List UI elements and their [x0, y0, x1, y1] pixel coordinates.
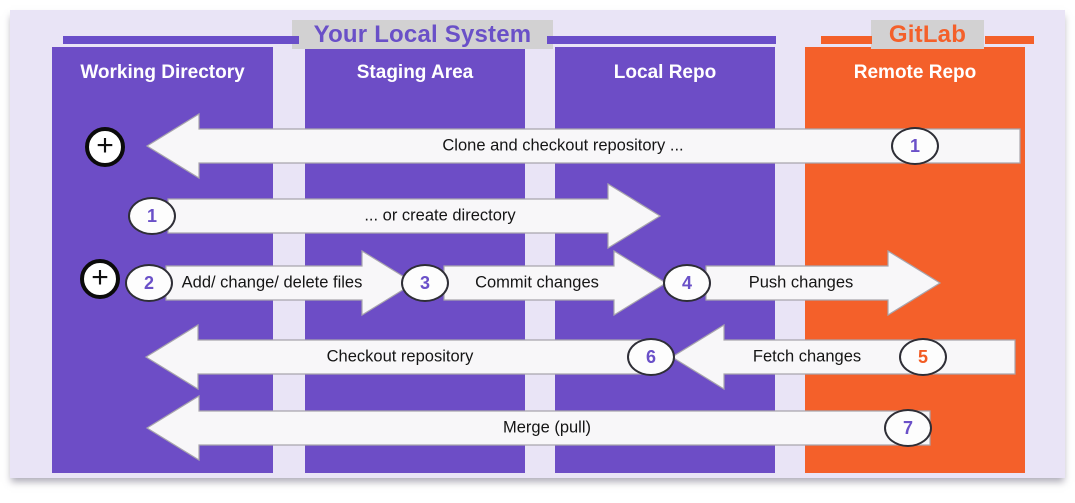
local-system-title: Your Local System — [292, 20, 553, 49]
local-system-bar-left — [63, 36, 299, 44]
arrow-label-merge-pull: Merge (pull) — [502, 418, 592, 437]
arrow-label-add-change-delete: Add/ change/ delete files — [181, 273, 363, 292]
arrow-label-checkout-repository: Checkout repository — [326, 347, 474, 366]
arrow-label-create-directory: ... or create directory — [364, 206, 516, 225]
arrow-add-change-delete — [165, 249, 416, 317]
plus-circle-icon: + — [85, 127, 125, 167]
column-title-remote-repo: Remote Repo — [853, 62, 977, 83]
local-system-title-label: Your Local System — [313, 20, 532, 48]
arrow-label-push-changes: Push changes — [748, 273, 854, 292]
arrow-label-commit-changes: Commit changes — [475, 273, 599, 292]
column-working-directory: Working Directory — [52, 47, 273, 473]
column-remote-repo: Remote Repo — [805, 47, 1025, 473]
step-badge-3-commit-changes: 3 — [401, 264, 449, 302]
arrow-commit-changes — [443, 249, 668, 317]
arrow-checkout-repository — [144, 323, 652, 391]
gitlab-title-label: GitLab — [888, 20, 967, 48]
gitlab-bar-left — [821, 36, 872, 44]
gitlab-bar-right — [985, 36, 1034, 44]
column-title-local-repo: Local Repo — [613, 62, 717, 83]
step-badge-1-create-directory: 1 — [128, 197, 176, 235]
arrow-label-clone-checkout: Clone and checkout repository ... — [442, 136, 684, 155]
step-badge-1-clone-checkout: 1 — [891, 127, 939, 165]
column-title-staging-area: Staging Area — [356, 62, 474, 83]
step-badge-4-push-changes: 4 — [663, 264, 711, 302]
step-badge-5-fetch-changes: 5 — [899, 338, 947, 376]
column-local-repo: Local Repo — [555, 47, 775, 473]
local-system-bar-right — [547, 36, 776, 44]
step-badge-6-checkout-repository: 6 — [627, 338, 675, 376]
plus-circle-icon: + — [80, 259, 120, 299]
arrow-merge-pull — [145, 394, 931, 462]
column-title-working-directory: Working Directory — [80, 62, 245, 83]
step-badge-2-add-change-delete: 2 — [125, 264, 173, 302]
column-staging-area: Staging Area — [305, 47, 525, 473]
arrow-label-fetch-changes: Fetch changes — [752, 347, 862, 366]
arrow-clone-checkout — [145, 112, 1021, 180]
gitlab-title: GitLab — [871, 20, 984, 49]
arrow-push-changes — [705, 249, 942, 317]
step-badge-7-merge-pull: 7 — [884, 409, 932, 447]
arrow-create-directory — [167, 182, 662, 250]
